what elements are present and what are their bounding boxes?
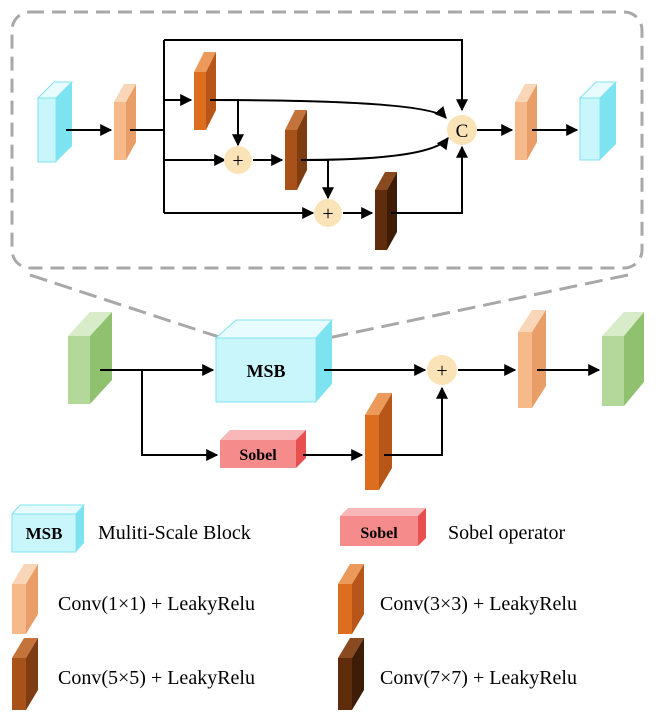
svg-text:C: C (456, 121, 469, 142)
sobel-block: Sobel (220, 430, 306, 468)
legend-conv1x1: Conv(1×1) + LeakyRelu (12, 564, 255, 634)
msb-conv3x3 (194, 52, 216, 130)
main-conv3x3 (365, 393, 392, 490)
msb-conv7x7 (375, 172, 397, 250)
arrow-skip-to-concat (164, 39, 468, 112)
main-output-feature-block (602, 312, 644, 406)
legend-sobel: Sobel Sobel operator (340, 508, 566, 546)
legend-msb-box-label: MSB (26, 524, 63, 543)
sobel-block-label: Sobel (239, 447, 277, 464)
arrow-conv5-to-concat (300, 137, 449, 161)
legend-sobel-description: Sobel operator (448, 522, 566, 544)
legend: MSB Muliti-Scale Block Sobel Sobel opera… (10, 504, 577, 710)
legend-conv7x7: Conv(7×7) + LeakyRelu (338, 638, 577, 710)
legend-conv5x5-description: Conv(5×5) + LeakyRelu (58, 667, 255, 689)
legend-conv3x3-description: Conv(3×3) + LeakyRelu (380, 593, 577, 615)
arrow-conv3-to-concat (209, 99, 447, 119)
msb-conv1x1-in (114, 84, 136, 160)
arrow-conv7-to-concat (391, 145, 468, 214)
msb-conv1x1-out (515, 84, 537, 160)
legend-msb-description: Muliti-Scale Block (98, 522, 251, 544)
main-add-node: + (427, 355, 457, 385)
zoom-line-right (327, 273, 629, 340)
arrow-conv3-to-add (384, 386, 448, 456)
main-conv1x1 (518, 310, 546, 408)
svg-text:+: + (232, 150, 243, 172)
msb-concat-node: C (447, 115, 477, 145)
msb-output-feature-block (578, 81, 618, 161)
zoom-line-left (29, 273, 223, 340)
legend-conv5x5: Conv(5×5) + LeakyRelu (12, 638, 255, 710)
msb-add-node-1: + (224, 146, 252, 174)
arrow-input-to-sobel (141, 370, 219, 461)
callout-dashed-border (10, 10, 644, 270)
msb-input-feature-block (36, 81, 74, 163)
msb-add-node-2: + (314, 199, 342, 227)
legend-msb: MSB Muliti-Scale Block (10, 504, 251, 553)
msb-block-label: MSB (246, 361, 285, 381)
msb-block: MSB (214, 319, 334, 403)
legend-conv7x7-description: Conv(7×7) + LeakyRelu (380, 667, 577, 689)
svg-text:+: + (436, 360, 447, 382)
legend-sobel-box-label: Sobel (360, 525, 398, 542)
msb-detail-callout: + + C (10, 10, 644, 270)
legend-conv3x3: Conv(3×3) + LeakyRelu (338, 564, 577, 634)
msb-conv5x5 (285, 110, 307, 190)
legend-conv1x1-description: Conv(1×1) + LeakyRelu (58, 593, 255, 615)
main-input-feature-block (68, 312, 112, 404)
svg-text:+: + (322, 203, 333, 225)
main-pipeline: MSB Sobel (68, 310, 644, 490)
